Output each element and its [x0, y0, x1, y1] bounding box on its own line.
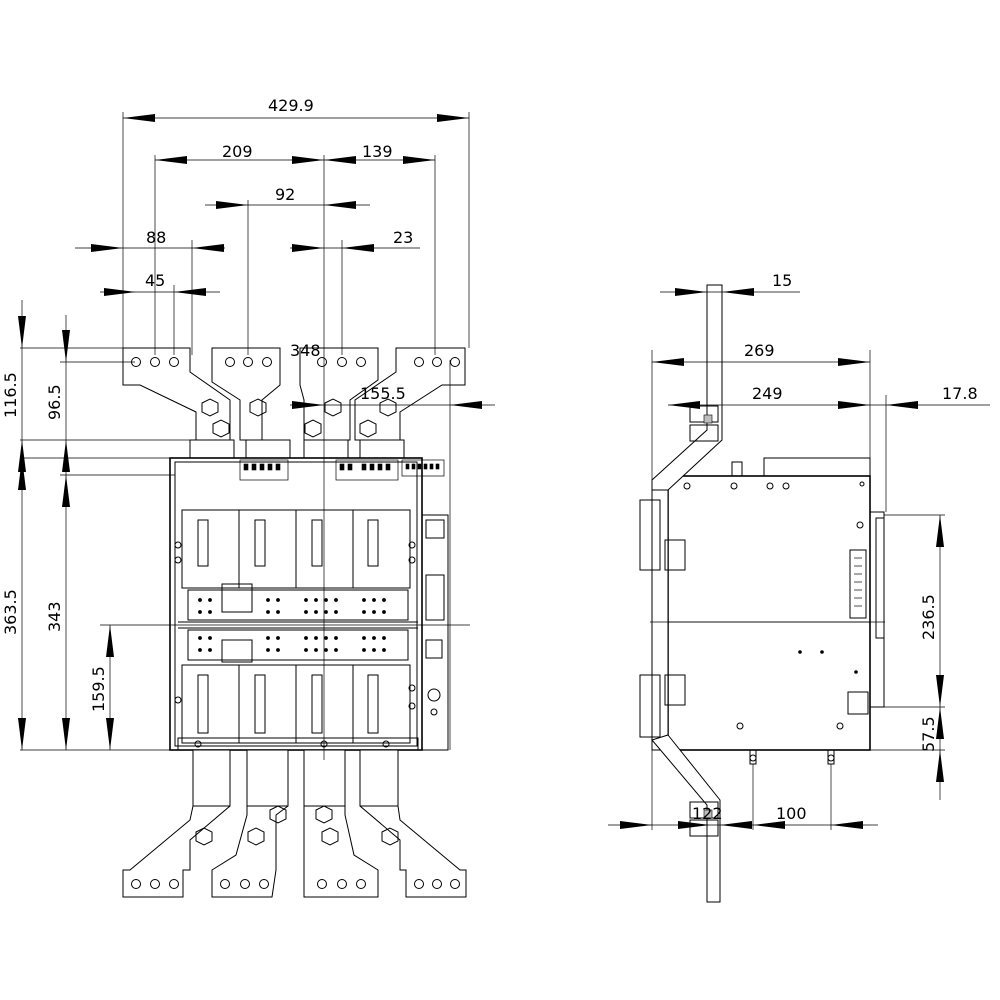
dim-pole-209: 209: [222, 142, 253, 161]
side-body: [667, 457, 885, 765]
dim-348: 348: [290, 341, 321, 360]
dim-hole-88: 88: [146, 228, 166, 247]
front-dimension-labels: 429.9 209 139 92 88 23 45 348 155.5 116.…: [1, 96, 413, 712]
dim-236-5: 236.5: [919, 594, 938, 640]
dim-57-5: 57.5: [919, 716, 938, 752]
dim-363-5: 363.5: [1, 589, 20, 635]
side-view: 15 269 249 17.8 100 122 236.5 57.5: [608, 271, 990, 903]
side-dimension-lines: [608, 288, 990, 829]
dim-155-5: 155.5: [360, 384, 406, 403]
bottom-terminals: [122, 749, 467, 898]
side-extension-lines: [651, 285, 945, 830]
dim-96-5: 96.5: [45, 384, 64, 420]
dim-overall-width: 429.9: [268, 96, 314, 115]
dim-pole-92: 92: [275, 185, 295, 204]
dim-hole-23: 23: [393, 228, 413, 247]
dim-116-5: 116.5: [1, 372, 20, 418]
dim-249: 249: [752, 384, 783, 403]
dim-hole-45: 45: [145, 271, 165, 290]
front-dimension-lines: [18, 114, 495, 750]
top-terminals: [122, 347, 466, 441]
dim-pole-139: 139: [362, 142, 393, 161]
front-centre-lines: [100, 155, 470, 760]
dim-100: 100: [776, 804, 807, 823]
front-extension-lines: [20, 112, 470, 751]
dim-343: 343: [45, 601, 64, 632]
breaker-body: [169, 439, 449, 751]
dim-15: 15: [772, 271, 792, 290]
side-dimension-labels: 15 269 249 17.8 100 122 236.5 57.5: [692, 271, 978, 823]
dim-269: 269: [744, 341, 775, 360]
dim-17-8: 17.8: [942, 384, 978, 403]
front-view: 429.9 209 139 92 88 23 45 348 155.5 116.…: [1, 96, 495, 898]
side-busbars: [639, 284, 723, 903]
dim-159-5: 159.5: [89, 666, 108, 712]
dim-122: 122: [692, 804, 723, 823]
